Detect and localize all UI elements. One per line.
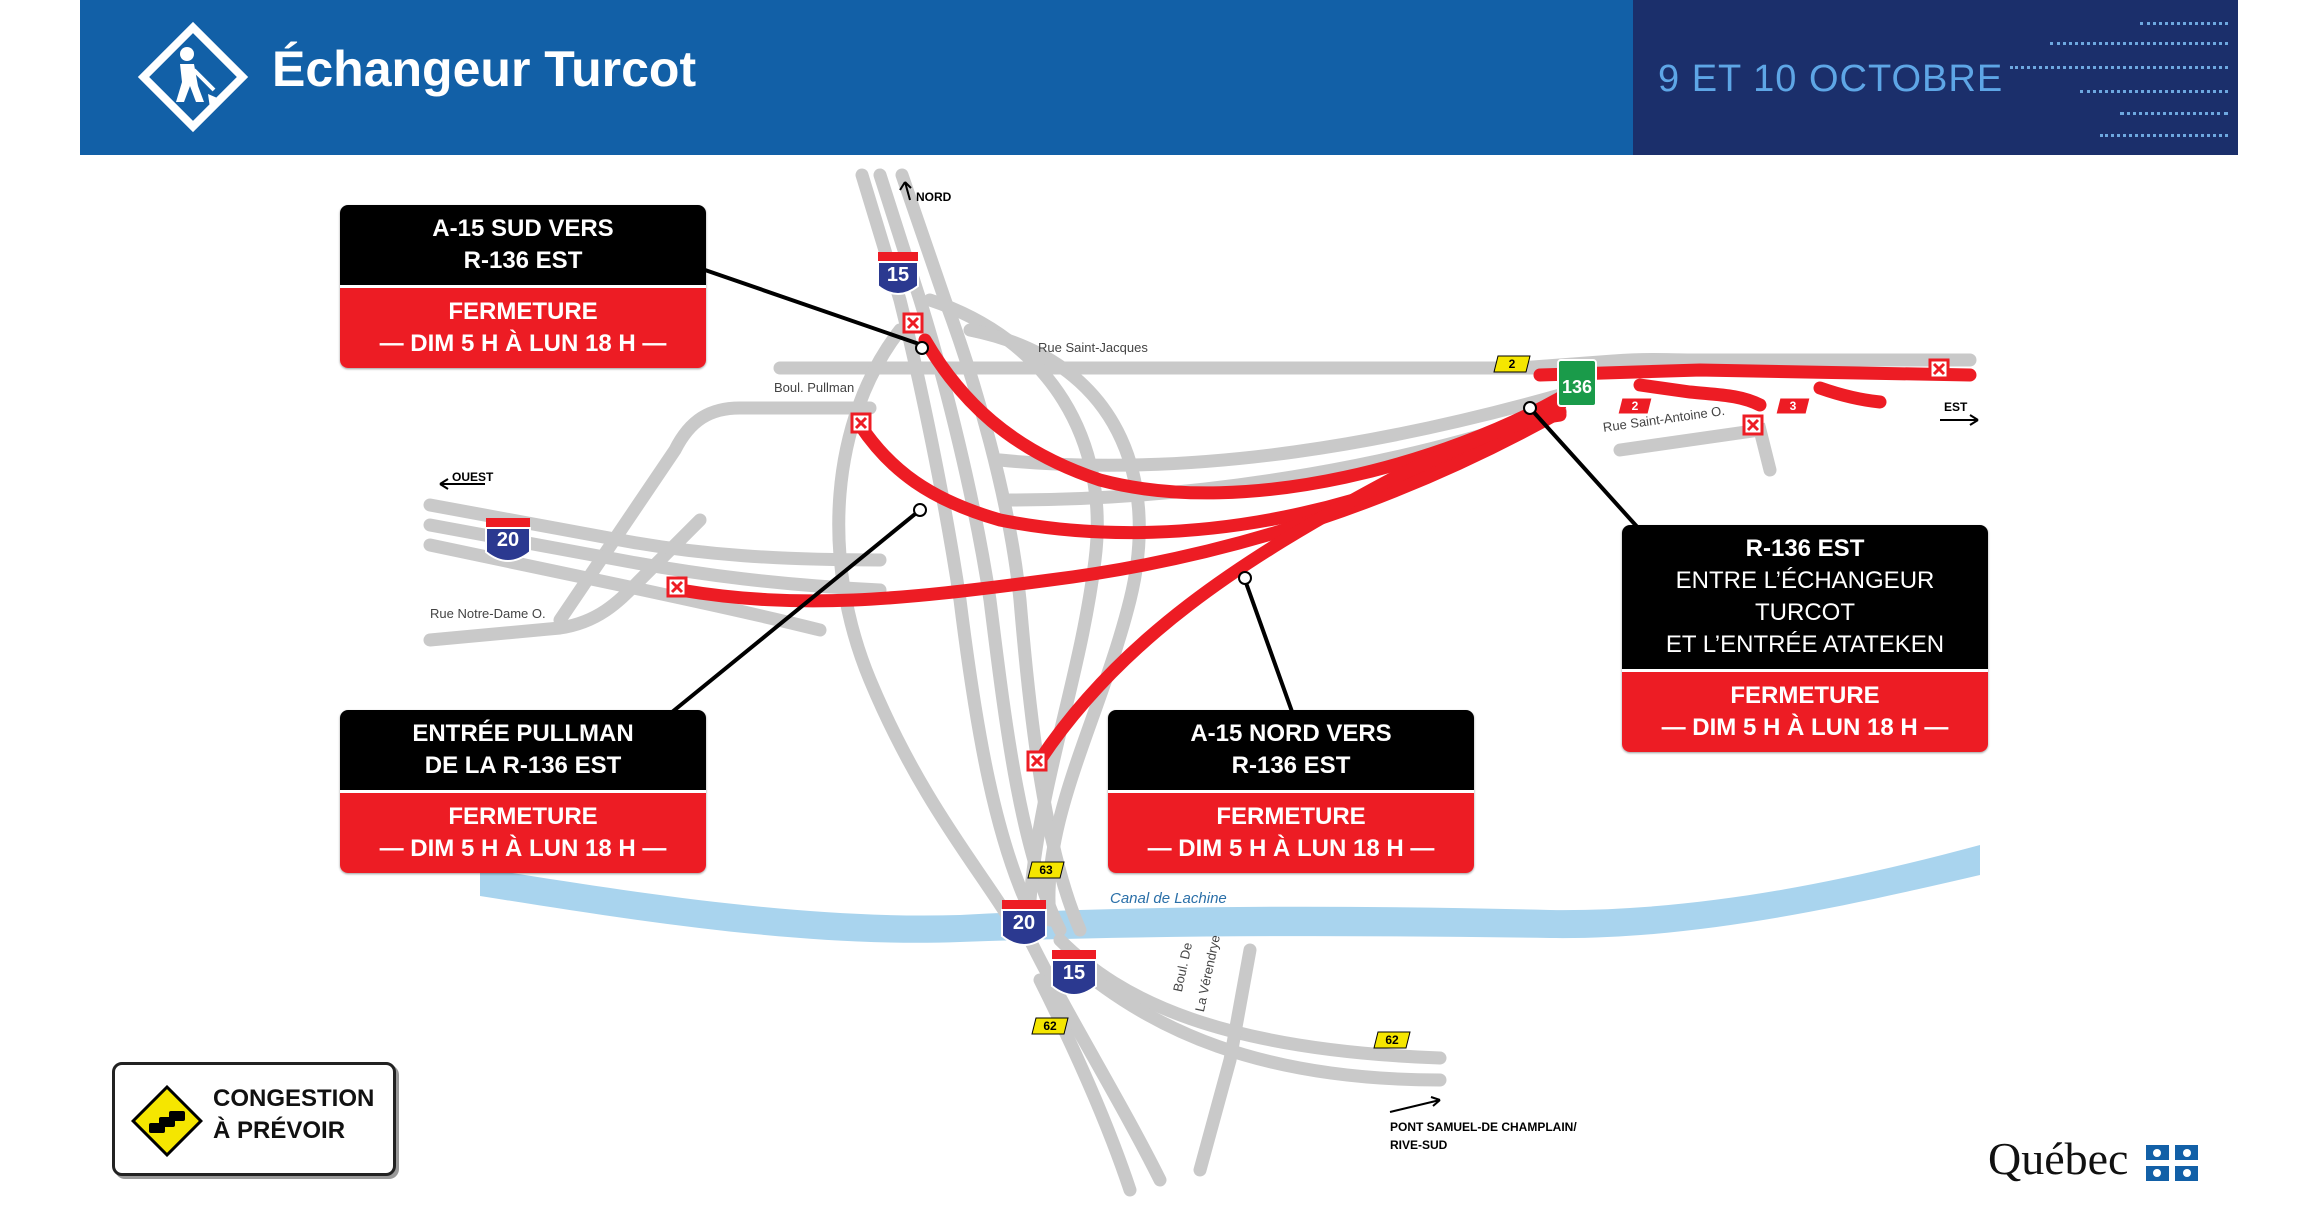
interstate-shield-15-bottom [1051,950,1097,996]
label-est: EST [1944,400,1968,414]
callout-closure: FERMETURE — DIM 5 H À LUN 18 H — [340,285,706,368]
exit-3-red: 3 [1789,399,1797,413]
shield-20-left-number: 20 [496,529,520,551]
decor-dots [2050,42,2228,45]
closure-r136-east [1533,363,1977,382]
road-south-4 [1033,973,1137,1197]
leader-a15-sud [704,268,923,347]
callout-title: A-15 NORD VERS R-136 EST [1108,710,1474,790]
decor-dots [2080,90,2228,93]
shield-20-bottom-number: 20 [1012,912,1036,934]
interstate-shield-20-bottom [1001,900,1047,946]
interstate-shield-20-left [485,518,531,562]
shield-136-number: 136 [1561,377,1593,397]
road-la-verendrye [1193,943,1257,1177]
arrow-pont [1389,1096,1441,1113]
callout-pullman: ENTRÉE PULLMAN DE LA R-136 EST FERMETURE… [340,710,706,873]
road-a20-west-3 [423,538,827,637]
callout-a15-nord: A-15 NORD VERS R-136 EST FERMETURE — DIM… [1108,710,1474,873]
fleur-de-lis-flag-icon [2145,1145,2198,1182]
closure-r136-exit3 [1813,381,1887,409]
callout-closure: FERMETURE — DIM 5 H À LUN 18 H — [1622,669,1988,752]
exit-2-top: 2 [1508,357,1516,371]
date-label: 9 ET 10 OCTOBRE [1658,58,2004,100]
exit-62-right: 62 [1385,1033,1399,1047]
canal-lachine [480,845,1980,943]
road-loop-3 [963,323,1146,927]
callout-closure: FERMETURE — DIM 5 H À LUN 18 H — [1108,790,1474,873]
exit-tags [1027,355,1811,1049]
closure-point [913,503,927,517]
road-saint-antoine [1613,422,1777,477]
closure-a20-ramp [673,405,1567,608]
callout-r136-est: R-136 EST ENTRE L’ÉCHANGEUR TURCOT ET L’… [1622,525,1988,752]
leader-pullman [648,508,922,732]
roadwork-icon [137,21,249,133]
road-notre-dame [423,513,707,647]
road-south-3 [1063,953,1447,1087]
road-south-1 [1023,933,1167,1187]
label-pont-2: RIVE-SUD [1390,1138,1448,1152]
callout-a15-sud: A-15 SUD VERS R-136 EST FERMETURE — DIM … [340,205,706,368]
leader-r136 [1528,406,1642,532]
label-ouest: OUEST [452,470,494,484]
exit-63: 63 [1039,863,1053,877]
label-canal: Canal de Lachine [1110,890,1227,907]
exit-2-red: 2 [1631,399,1639,413]
closure-r136-exit2 [1633,378,1767,412]
arrow-ouest [439,478,485,490]
callout-closure: FERMETURE — DIM 5 H À LUN 18 H — [340,790,706,873]
label-rue-notre-dame: Rue Notre-Dame O. [430,606,546,621]
road-pullman [553,401,877,627]
quebec-logo: Québec [1988,1132,2198,1185]
road-east-1 [993,388,1567,472]
interstate-shield-15-top [877,252,919,295]
label-rue-saint-jacques: Rue Saint-Jacques [1038,340,1148,355]
traffic-jam-icon [131,1085,203,1157]
arrow-nord [899,181,912,201]
congestion-text: CONGESTION À PRÉVOIR [213,1085,375,1144]
closure-a15-nord-ramp [1033,408,1567,767]
label-boul-pullman: Boul. Pullman [774,380,855,395]
decor-dots [2140,22,2228,25]
label-pont-1: PONT SAMUEL-DE CHAMPLAIN/ [1390,1120,1577,1134]
road-a15-north-1 [855,168,1047,937]
page-title: Échangeur Turcot [272,41,697,97]
closure-point [1238,571,1252,585]
shield-15-top-number: 15 [886,264,910,286]
label-nord: NORD [916,190,952,204]
shield-15-bottom-number: 15 [1062,962,1086,984]
decor-dots [2010,66,2228,69]
arrow-est [1940,414,1979,426]
closure-point [915,341,929,355]
congestion-warning: CONGESTION À PRÉVOIR [112,1062,396,1176]
decor-dots [2100,134,2228,137]
closure-x-icons [666,312,1950,772]
decor-dots [2120,112,2228,115]
callout-title: R-136 EST ENTRE L’ÉCHANGEUR TURCOT ET L’… [1622,525,1988,669]
callout-title: ENTRÉE PULLMAN DE LA R-136 EST [340,710,706,790]
callout-title: A-15 SUD VERS R-136 EST [340,205,706,285]
route-shield-136 [1557,359,1597,407]
exit-62-left: 62 [1043,1019,1057,1033]
header-date-panel [1633,0,2238,155]
road-east-3 [1513,353,1977,375]
leader-a15-nord [1243,579,1297,721]
closure-point [1523,401,1537,415]
